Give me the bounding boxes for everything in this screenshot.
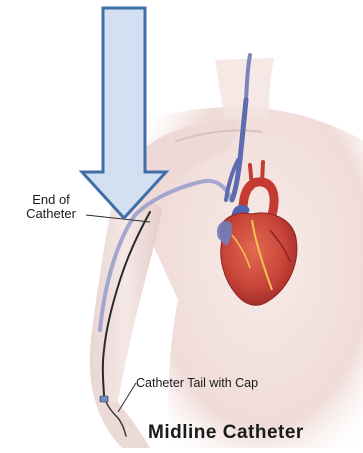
- down-arrow-icon: [82, 8, 166, 218]
- end-of-catheter-line1: End of: [22, 193, 80, 207]
- end-of-catheter-line2: Catheter: [22, 207, 80, 221]
- diagram-title: Midline Catheter: [148, 422, 304, 444]
- end-of-catheter-label: End of Catheter: [22, 193, 80, 221]
- catheter-tail-label: Catheter Tail with Cap: [136, 376, 258, 390]
